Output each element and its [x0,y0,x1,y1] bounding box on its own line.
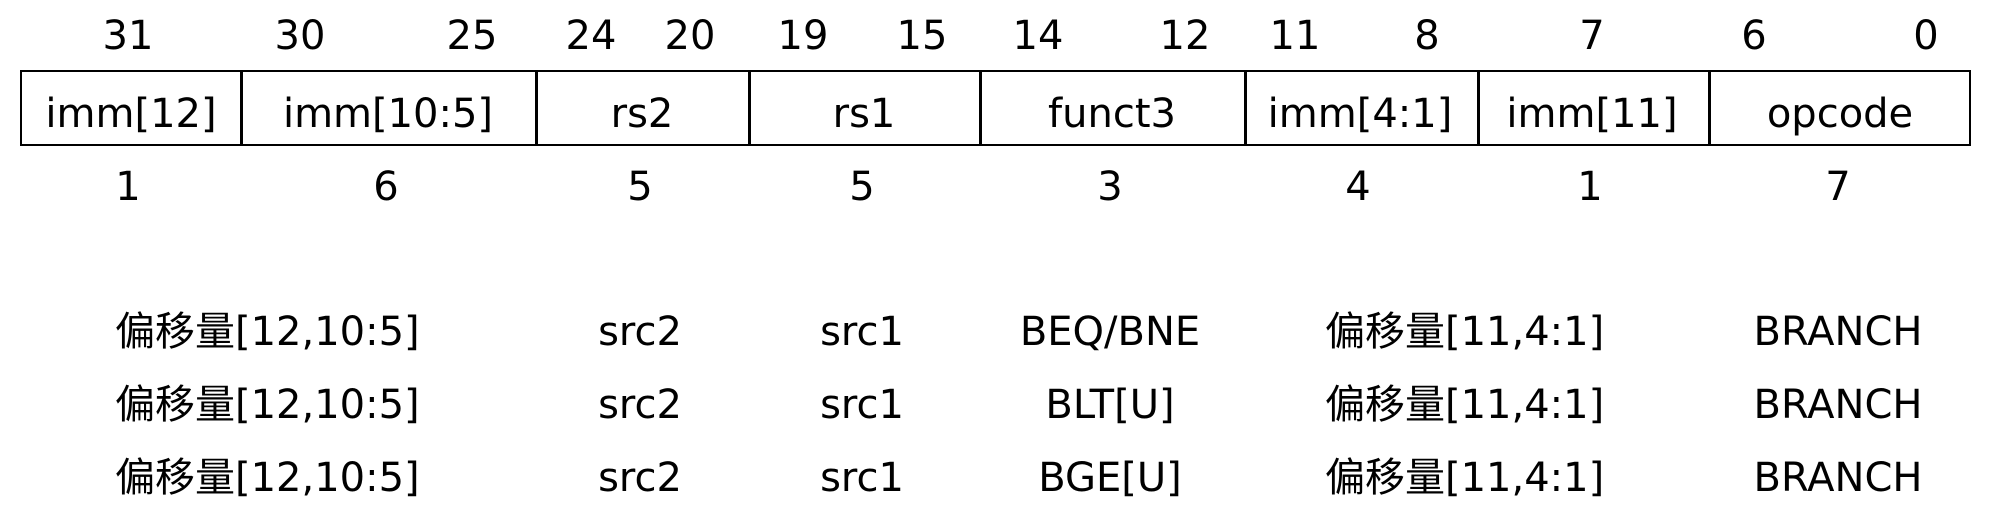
field-rs2: rs2 [610,91,674,137]
field-funct3: funct3 [1048,91,1176,137]
imm-lo-text: 偏移量[11,4:1] [1325,382,1605,428]
rs2-text: src2 [598,455,682,501]
bit-12: 12 [1159,13,1211,59]
width-rs2: 5 [627,164,653,210]
bit-19: 19 [777,13,829,59]
rs2-text: src2 [598,309,682,355]
width-opcode: 7 [1825,164,1851,210]
field-imm10-5: imm[10:5] [282,91,494,137]
bit-8: 8 [1414,13,1440,59]
rs1-text: src1 [820,455,904,501]
bit-24: 24 [565,13,617,59]
opcode-text: BRANCH [1753,309,1923,355]
bit-11: 11 [1269,13,1321,59]
bit-20: 20 [664,13,716,59]
field-divider [1708,72,1711,144]
funct3-text: BEQ/BNE [1019,309,1201,355]
field-divider [1244,72,1247,144]
opcode-text: BRANCH [1753,382,1923,428]
field-divider [535,72,538,144]
imm-hi-text: 偏移量[12,10:5] [115,455,420,501]
rs1-text: src1 [820,309,904,355]
width-imm12: 1 [115,164,141,210]
imm-hi-text: 偏移量[12,10:5] [115,309,420,355]
imm-hi-text: 偏移量[12,10:5] [115,382,420,428]
field-rs1: rs1 [832,91,896,137]
field-imm4-1: imm[4:1] [1267,91,1453,137]
bit-7: 7 [1579,13,1605,59]
bit-15: 15 [896,13,948,59]
field-divider [748,72,751,144]
opcode-text: BRANCH [1753,455,1923,501]
field-divider [1477,72,1480,144]
field-divider [240,72,243,144]
bit-30: 30 [274,13,326,59]
field-imm11: imm[11] [1506,91,1678,137]
rs2-text: src2 [598,382,682,428]
field-imm12: imm[12] [45,91,217,137]
width-rs1: 5 [849,164,875,210]
bit-6: 6 [1741,13,1767,59]
width-imm10-5: 6 [373,164,399,210]
funct3-text: BLT[U] [1045,382,1175,428]
bit-14: 14 [1012,13,1064,59]
bit-0: 0 [1913,13,1939,59]
width-funct3: 3 [1097,164,1123,210]
rs1-text: src1 [820,382,904,428]
funct3-text: BGE[U] [1038,455,1182,501]
bit-31: 31 [102,13,154,59]
width-imm11: 1 [1577,164,1603,210]
bit-25: 25 [446,13,498,59]
imm-lo-text: 偏移量[11,4:1] [1325,455,1605,501]
field-divider [979,72,982,144]
instruction-format-row: imm[12] imm[10:5] rs2 rs1 funct3 imm[4:1… [20,70,1971,146]
field-opcode: opcode [1766,91,1914,137]
imm-lo-text: 偏移量[11,4:1] [1325,309,1605,355]
width-imm4-1: 4 [1345,164,1371,210]
